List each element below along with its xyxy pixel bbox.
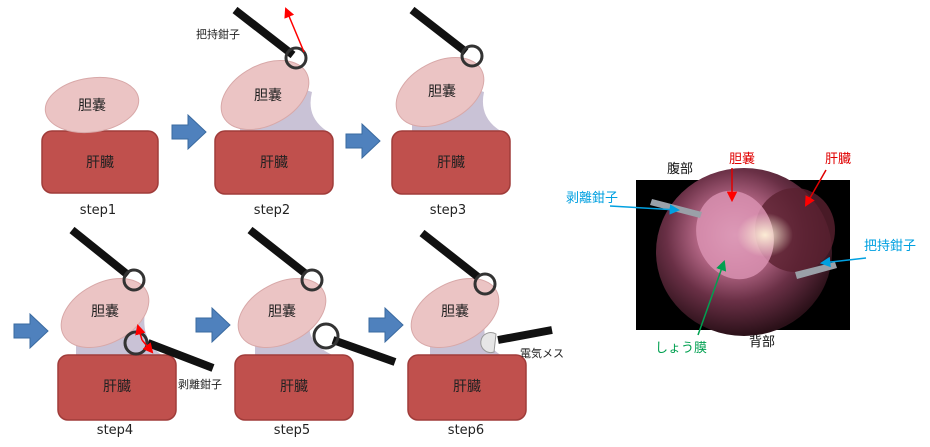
electrocautery-label: 電気メス: [520, 346, 564, 360]
dissecting-forceps-pointer: [609, 204, 681, 215]
step-label: step4: [97, 423, 133, 438]
gallbladder-label: 胆嚢: [441, 304, 469, 320]
step4-panel: 剥離鉗子 胆嚢 肝臓 step4: [57, 226, 222, 438]
grasping-forceps-shaft: [409, 6, 469, 56]
gallbladder: [410, 278, 500, 348]
serosa-pointer: [697, 260, 727, 336]
step5-panel: 胆嚢 肝臓 step5: [234, 226, 397, 438]
liver-label: 肝臓: [260, 155, 288, 171]
gallbladder-surface: [696, 190, 774, 280]
grasping-forceps-shaft: [232, 6, 296, 59]
photo-dissecting-forceps-label: 剥離鉗子: [566, 190, 618, 206]
photo-gallbladder-label: 胆嚢: [729, 151, 755, 167]
step-label: step3: [430, 203, 466, 218]
gallbladder-label: 胆嚢: [268, 304, 296, 320]
liver-pointer: [804, 169, 827, 207]
flow-arrow: [13, 312, 49, 350]
electrocautery-tip: [480, 332, 497, 354]
gallbladder: [60, 278, 150, 348]
gallbladder-label: 胆嚢: [91, 304, 119, 320]
liver-label: 肝臓: [280, 379, 308, 395]
spread-arrow: [135, 323, 146, 341]
liver: [234, 354, 354, 421]
spread-arrow: [141, 339, 154, 354]
liver: [214, 130, 334, 195]
ventral-label: 腹部: [667, 161, 693, 177]
grasping-forceps-label: 把持鉗子: [196, 27, 240, 41]
gallbladder-label: 胆嚢: [78, 98, 106, 114]
liver-label: 肝臓: [86, 155, 114, 171]
step1-panel: 胆嚢 肝臓 step1: [41, 76, 159, 218]
step-label: step5: [274, 423, 310, 438]
grasping-forceps-jaw: [284, 46, 308, 70]
grasping-forceps-shaft: [69, 226, 131, 279]
photo-grasping-forceps-label: 把持鉗子: [864, 238, 916, 254]
liver-label: 肝臓: [437, 155, 465, 171]
grasping-forceps-jaw: [473, 272, 497, 296]
gallbladder: [395, 57, 485, 127]
flow-arrow: [171, 113, 207, 151]
gallbladder-label: 胆嚢: [254, 88, 282, 104]
liver: [407, 354, 527, 421]
dissecting-forceps-jaw: [312, 322, 340, 350]
photo-serosa-label: しょう膜: [655, 341, 707, 356]
liver: [391, 130, 511, 195]
flow-arrow: [195, 306, 231, 344]
dissecting-forceps-shaft: [331, 336, 397, 366]
gallbladder-label: 胆嚢: [428, 84, 456, 100]
dorsal-label: 背部: [749, 335, 775, 350]
grasping-forceps-jaw: [122, 268, 146, 292]
photo-liver-label: 肝臓: [825, 152, 851, 167]
grasping-forceps-pointer: [819, 256, 867, 268]
gallbladder: [237, 278, 327, 348]
dissecting-forceps-label: 剥離鉗子: [178, 377, 222, 391]
liver-label: 肝臓: [453, 379, 481, 395]
dissecting-forceps-shaft: [146, 339, 215, 372]
electrocautery-shaft: [497, 326, 553, 344]
laparoscopic-photo: 腹部 背部 胆嚢 肝臓 剥離鉗子 把持鉗子 しょう膜: [566, 151, 916, 356]
grasping-forceps-jaw: [460, 44, 484, 68]
grasping-forceps-shaft: [419, 229, 481, 281]
liver: [57, 354, 177, 421]
gallbladder: [44, 76, 140, 134]
grasping-forceps-shaft: [247, 226, 309, 278]
flow-arrow: [368, 306, 404, 344]
step-label: step1: [80, 203, 116, 218]
traction-arrow: [284, 7, 305, 53]
step6-panel: 電気メス 胆嚢 肝臓 step6: [407, 229, 564, 438]
liver-label: 肝臓: [103, 379, 131, 395]
step2-panel: 把持鉗子 胆嚢 肝臓 step2: [196, 6, 334, 218]
step3-panel: 胆嚢 肝臓 step3: [391, 6, 511, 218]
step-label: step6: [448, 423, 484, 438]
grasping-forceps-jaw: [300, 268, 324, 292]
step-label: step2: [254, 203, 290, 218]
gallbladder: [220, 60, 310, 130]
light-glare: [737, 213, 793, 257]
flow-arrow: [345, 122, 381, 160]
